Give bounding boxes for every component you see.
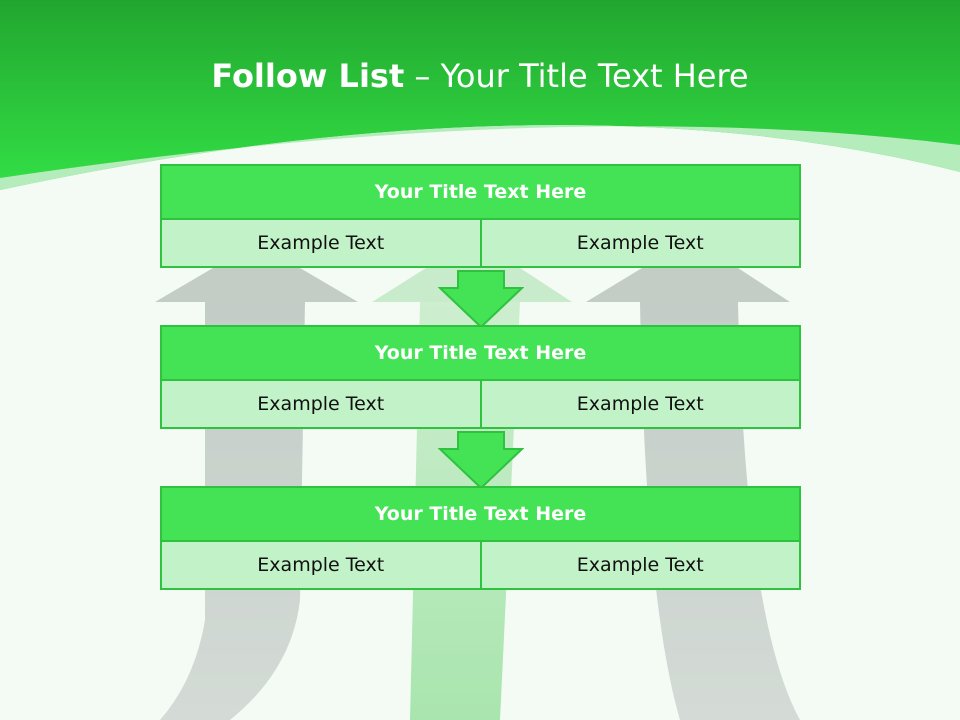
- slide-title-bold: Follow List: [211, 57, 405, 95]
- down-arrow-icon: [438, 270, 524, 328]
- list-block-3: Your Title Text Here Example Text Exampl…: [160, 486, 801, 590]
- header-band: [0, 0, 960, 190]
- slide-title: Follow List – Your Title Text Here: [0, 56, 960, 96]
- block-cell-right: Example Text: [479, 540, 801, 590]
- block-title: Your Title Text Here: [160, 164, 801, 220]
- block-cell-left: Example Text: [160, 218, 482, 268]
- block-row: Example Text Example Text: [160, 540, 801, 590]
- list-block-1: Your Title Text Here Example Text Exampl…: [160, 164, 801, 268]
- block-row: Example Text Example Text: [160, 218, 801, 268]
- block-row: Example Text Example Text: [160, 379, 801, 429]
- block-cell-left: Example Text: [160, 379, 482, 429]
- block-title: Your Title Text Here: [160, 486, 801, 542]
- block-cell-right: Example Text: [479, 379, 801, 429]
- block-cell-right: Example Text: [479, 218, 801, 268]
- block-cell-left: Example Text: [160, 540, 482, 590]
- block-title: Your Title Text Here: [160, 325, 801, 381]
- list-block-2: Your Title Text Here Example Text Exampl…: [160, 325, 801, 429]
- down-arrow-icon: [438, 431, 524, 489]
- slide-title-rest: – Your Title Text Here: [414, 57, 749, 95]
